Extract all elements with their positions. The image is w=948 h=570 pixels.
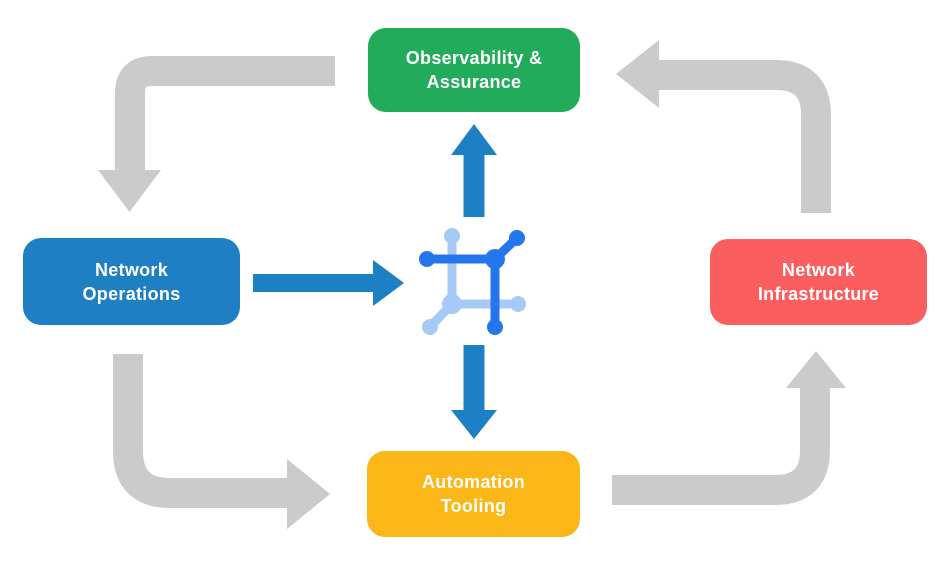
arrow-head-up-icon xyxy=(786,351,846,388)
arrow-head-up-icon xyxy=(451,124,497,155)
arrow-shaft xyxy=(113,354,288,508)
cycle-arrow-automation-to-infrastructure xyxy=(612,351,846,505)
arrow-head-down-icon xyxy=(451,410,497,439)
arrow-shaft xyxy=(115,56,335,171)
network-chip-icon-light-nodes xyxy=(422,228,526,335)
node-label-network-infrastructure: Network Infrastructure xyxy=(757,260,880,304)
arrow-shaft xyxy=(612,388,830,505)
cycle-arrow-infrastructure-to-observability xyxy=(616,40,831,213)
flow-arrow-hub-to-observability xyxy=(451,124,497,217)
arrow-shaft xyxy=(658,60,831,213)
network-chip-icon-dark-nodes xyxy=(419,230,525,335)
node-network-operations: Network Operations xyxy=(23,238,240,325)
node-label-observability-assurance: Observability & Assurance xyxy=(405,48,543,92)
node-label-network-operations: Network Operations xyxy=(82,259,181,304)
node-observability-assurance: Observability & Assurance xyxy=(368,28,580,112)
node-automation-tooling: Automation Tooling xyxy=(367,451,580,537)
node-label-automation-tooling: Automation Tooling xyxy=(422,472,525,516)
arrow-head-left-icon xyxy=(616,40,659,108)
cycle-arrow-observability-to-operations xyxy=(98,56,335,212)
flow-arrow-hub-to-automation xyxy=(451,345,497,439)
cycle-arrow-operations-to-automation xyxy=(113,354,330,529)
flow-arrow-operations-to-hub xyxy=(253,260,404,306)
arrow-head-right-icon xyxy=(287,459,330,529)
arrow-head-down-icon xyxy=(98,170,161,212)
arrow-head-right-icon xyxy=(373,260,404,306)
network-chip-icon xyxy=(419,228,526,335)
node-network-infrastructure: Network Infrastructure xyxy=(710,239,927,325)
